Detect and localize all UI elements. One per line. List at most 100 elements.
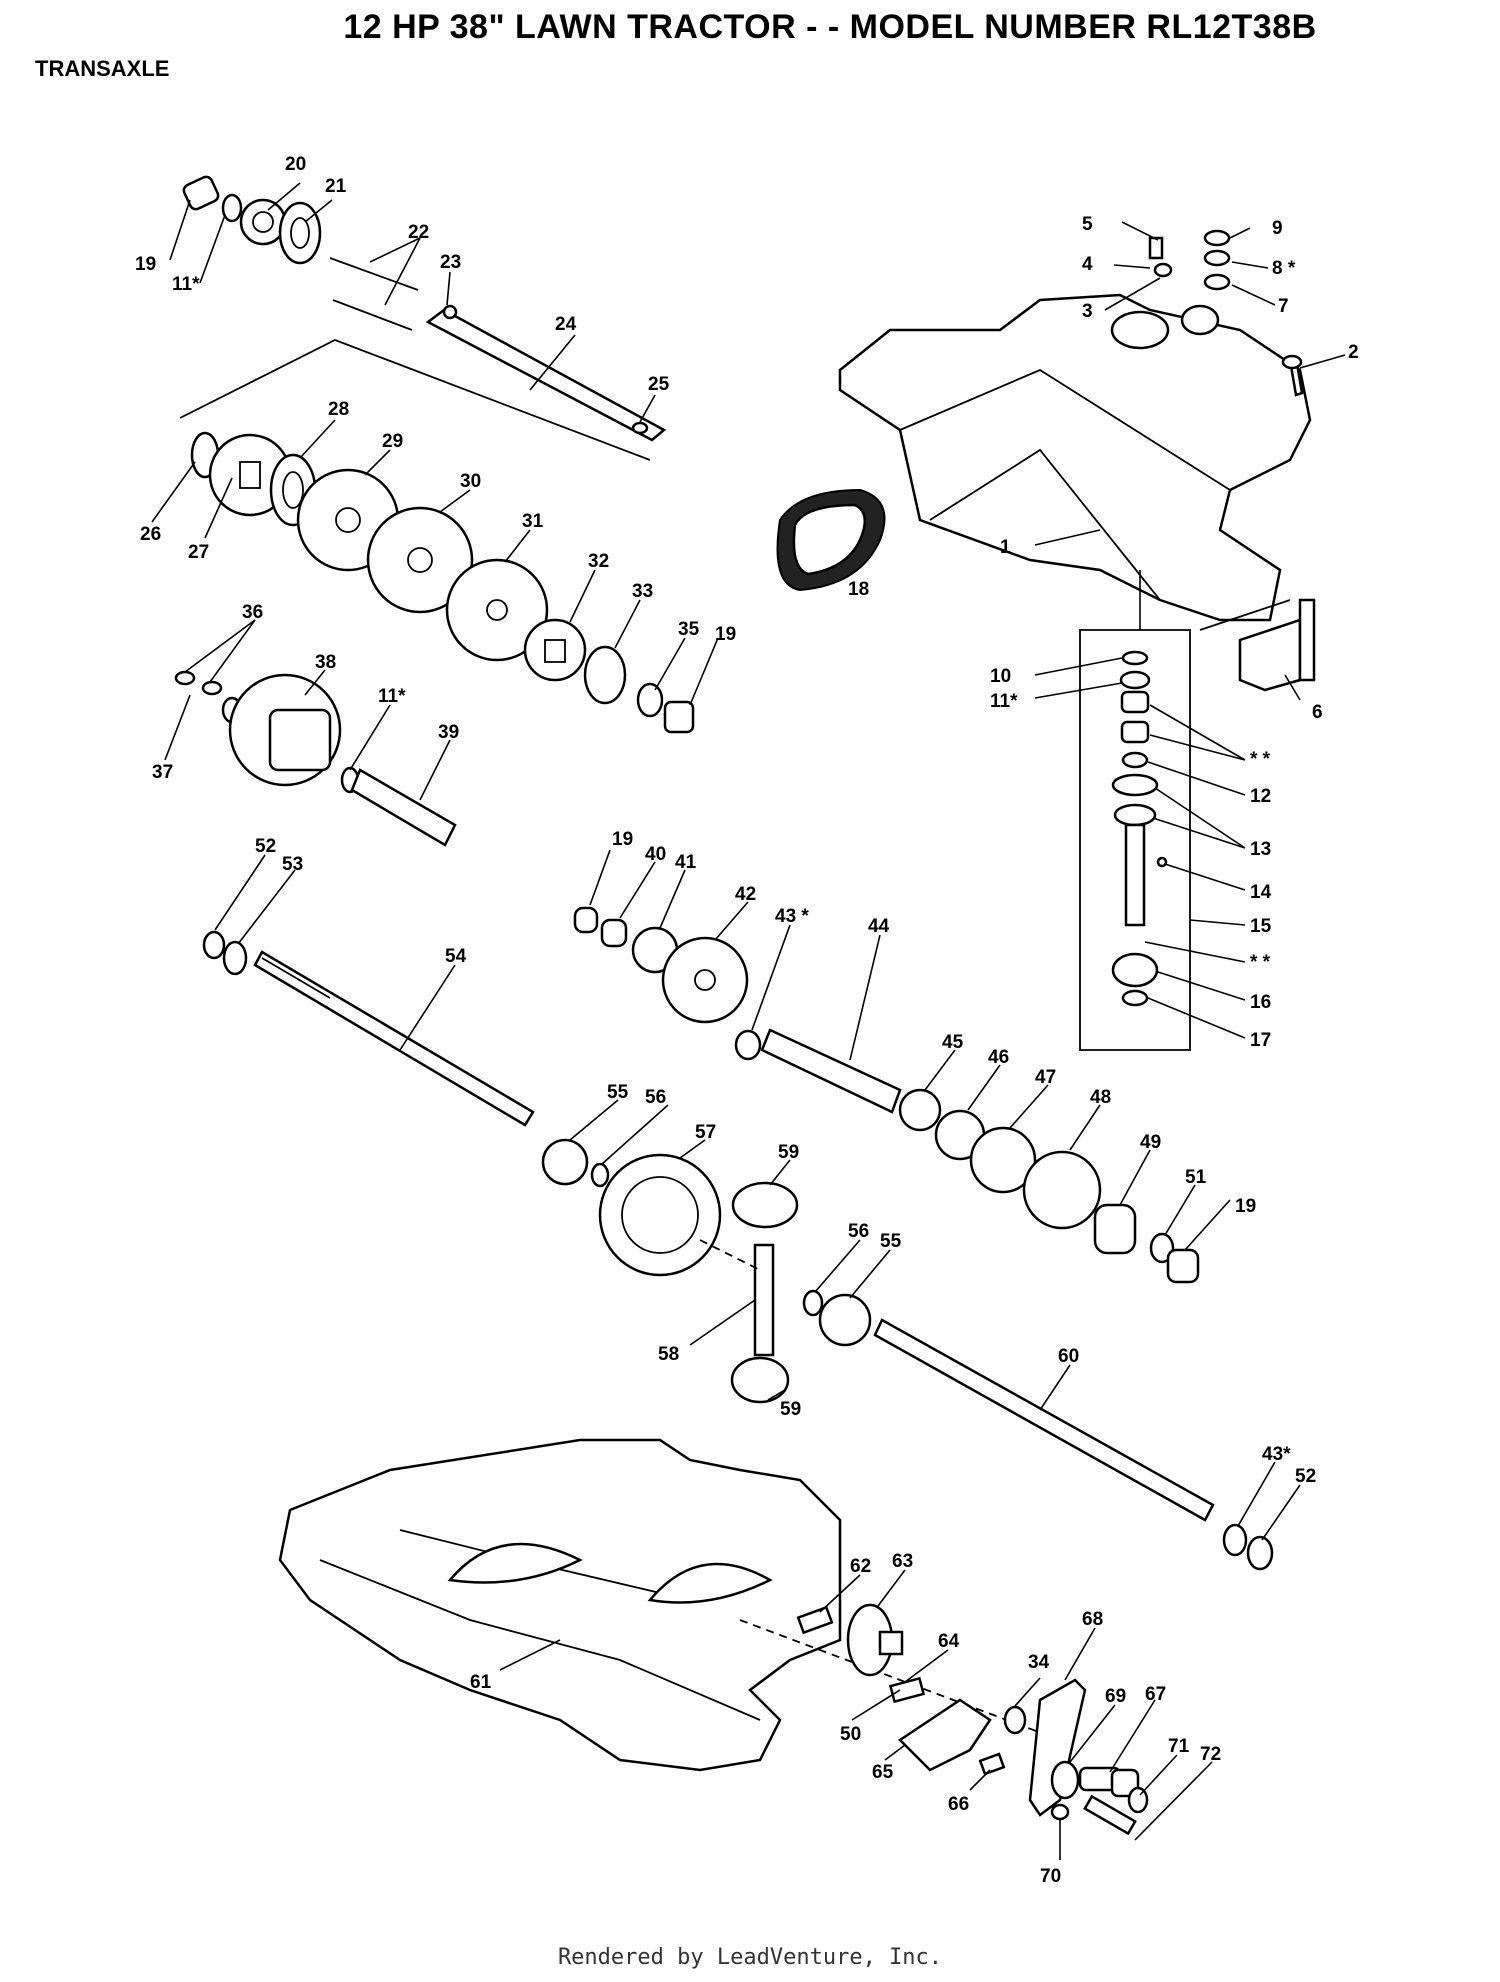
part-group-lower-housing [278,1438,1061,1772]
callout-56-right: 56 [848,1221,869,1242]
callout-43-right: 43* [1262,1444,1291,1465]
callout-18: 18 [848,579,869,600]
part-group-left-axle [202,930,535,1127]
callout-55-right: 55 [880,1231,902,1252]
callout-44: 44 [868,916,890,937]
callout-9: 9 [1272,218,1283,239]
callout-6: 6 [1312,702,1323,723]
callout-43-center: 43 * [775,906,809,927]
part-group-shift-shaft [1079,570,1191,1051]
callout-12: 12 [1250,786,1271,807]
callout-23: 23 [440,252,461,273]
callout-42: 42 [735,884,756,905]
part-group-right-gears [898,1088,1200,1284]
callout-double-star-lower: * * [1250,952,1271,973]
callout-16: 16 [1250,992,1271,1013]
part-group-right-axle [873,1318,1274,1571]
callout-61: 61 [470,1672,492,1693]
callout-49: 49 [1140,1132,1161,1153]
callout-59-upper: 59 [778,1142,799,1163]
part-group-brake-assembly [796,1603,1149,1836]
part-group-gear-stack [190,431,695,734]
footer-credit: Rendered by LeadVenture, Inc. [557,1945,943,1970]
part-group-differential [541,1138,872,1404]
callout-45: 45 [942,1032,964,1053]
callout-54: 54 [445,946,467,967]
callout-67: 67 [1145,1684,1166,1705]
callout-27: 27 [188,542,209,563]
callout-47: 47 [1035,1067,1056,1088]
callout-10: 10 [990,666,1011,687]
callout-19-upper: 19 [135,254,156,275]
callout-24: 24 [555,314,577,335]
callout-17: 17 [1250,1030,1271,1051]
callout-62: 62 [850,1556,871,1577]
callout-8: 8 * [1272,258,1296,279]
callout-52-left: 52 [255,836,276,857]
callout-69: 69 [1105,1686,1126,1707]
callout-13: 13 [1250,839,1271,860]
callout-58: 58 [658,1344,679,1365]
callout-66: 66 [948,1794,969,1815]
callout-35: 35 [678,619,700,640]
section-title: TRANSAXLE [35,56,170,81]
callout-50: 50 [840,1724,861,1745]
leader-lines [151,182,1346,1860]
part-group-center-gears [573,906,902,1114]
callout-double-star-upper: * * [1250,749,1271,770]
callout-64: 64 [938,1631,960,1652]
callout-52-right: 52 [1295,1466,1316,1487]
callout-63: 63 [892,1551,913,1572]
callout-36: 36 [242,602,263,623]
part-group-cluster-gear [174,670,457,847]
callout-22: 22 [408,222,429,243]
callout-4: 4 [1082,254,1093,275]
part-group-upper-shaft [179,175,667,461]
callout-33: 33 [632,581,653,602]
callout-5: 5 [1082,214,1093,235]
callout-1: 1 [1000,537,1011,558]
callout-40: 40 [645,844,666,865]
callout-11-upper: 11* [172,274,200,295]
callout-25: 25 [648,374,670,395]
callout-29: 29 [382,431,403,452]
callout-20: 20 [285,154,306,175]
callout-57: 57 [695,1122,716,1143]
callout-39: 39 [438,722,459,743]
callout-21: 21 [325,176,347,197]
part-group-chain [776,488,886,592]
callout-60: 60 [1058,1346,1079,1367]
callout-51: 51 [1185,1167,1207,1188]
callout-65: 65 [872,1762,894,1783]
callout-55-left: 55 [607,1082,629,1103]
callout-53: 53 [282,854,303,875]
callout-56-left: 56 [645,1087,666,1108]
callout-41: 41 [675,852,697,873]
callout-38: 38 [315,652,336,673]
callout-37: 37 [152,762,173,783]
callout-34: 34 [1028,1652,1050,1673]
callout-68: 68 [1082,1609,1103,1630]
callout-15: 15 [1250,916,1272,937]
callout-19-center: 19 [612,829,633,850]
callout-3: 3 [1082,301,1093,322]
callout-71: 71 [1168,1736,1190,1757]
page-title: 12 HP 38" LAWN TRACTOR - - MODEL NUMBER … [343,8,1317,46]
callout-labels: 1 2 3 4 5 6 7 8 * 9 10 11* 11* 11* 12 13… [135,154,1359,1887]
callout-19-gears: 19 [715,624,736,645]
callout-31: 31 [522,511,544,532]
callout-26: 26 [140,524,161,545]
callout-48: 48 [1090,1087,1111,1108]
callout-72: 72 [1200,1744,1221,1765]
part-group-upper-housing [838,229,1316,692]
callout-30: 30 [460,471,481,492]
callout-59-lower: 59 [780,1399,801,1420]
callout-11-cluster: 11* [378,686,406,707]
callout-2: 2 [1348,342,1359,363]
callout-28: 28 [328,399,349,420]
callout-7: 7 [1278,296,1289,317]
callout-11-shift: 11* [990,691,1018,712]
callout-32: 32 [588,551,609,572]
callout-19-right: 19 [1235,1196,1256,1217]
